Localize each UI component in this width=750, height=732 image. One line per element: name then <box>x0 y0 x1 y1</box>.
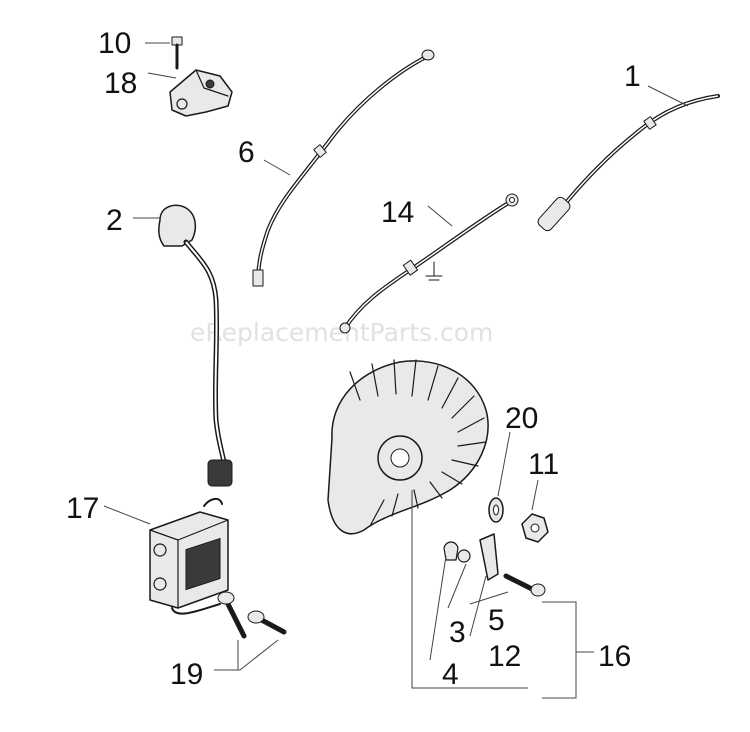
leader-17 <box>103 505 151 525</box>
part-19-screws <box>217 591 287 639</box>
callout-6: 6 <box>238 136 255 169</box>
callout-12: 12 <box>488 640 521 673</box>
flywheel <box>327 359 489 535</box>
part-20-washer <box>488 497 504 523</box>
leader-14 <box>427 205 453 227</box>
callout-19: 19 <box>170 658 203 691</box>
callout-18: 18 <box>104 67 137 100</box>
callout-1: 1 <box>624 60 641 93</box>
leader-4 <box>429 555 447 661</box>
leader-6 <box>263 159 291 176</box>
part-17-ignition-coil <box>149 498 229 615</box>
callout-3: 3 <box>449 616 466 649</box>
part-1-cable <box>537 94 720 232</box>
watermark-text: eReplacementParts.com <box>190 318 493 347</box>
part-18-bracket <box>169 69 233 117</box>
leader-3 <box>447 563 467 609</box>
part-10-bolt <box>171 36 183 70</box>
leader-11 <box>531 479 539 511</box>
callout-2: 2 <box>106 204 123 237</box>
part-3-12-5-pawl-assembly <box>443 533 546 597</box>
part-6-wire <box>252 49 435 287</box>
callout-10: 10 <box>98 27 131 60</box>
callout-17: 17 <box>66 492 99 525</box>
part-14-ground-wire <box>339 193 519 334</box>
part-11-nut <box>521 513 549 543</box>
part-2-boot-lead <box>158 204 233 487</box>
callout-11: 11 <box>528 448 559 481</box>
callout-4: 4 <box>442 658 459 691</box>
leader-20 <box>497 431 511 497</box>
leader-5 <box>469 591 509 605</box>
leader-12 <box>469 575 487 637</box>
callout-20: 20 <box>505 402 538 435</box>
callout-14: 14 <box>381 196 414 229</box>
leader-18 <box>147 72 177 79</box>
leader-1 <box>647 85 689 107</box>
callout-16: 16 <box>598 640 631 673</box>
leader-19b <box>239 639 279 671</box>
bracket-16 <box>542 601 577 699</box>
callout-5: 5 <box>488 604 505 637</box>
leader-4-frame <box>411 490 528 689</box>
